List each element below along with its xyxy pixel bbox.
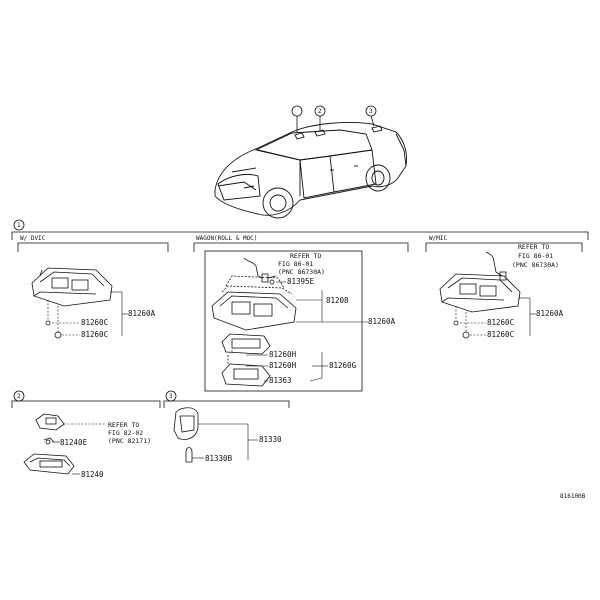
car-callouts: [291, 105, 377, 133]
right-refer-line2: FIG 86-01: [518, 252, 553, 260]
left-81260C-b: 81260C: [81, 330, 108, 339]
middle-81363: 81363: [269, 376, 292, 385]
right-81260C-a: 81260C: [487, 318, 514, 327]
s2-refer-line1: REFER TO: [108, 421, 139, 429]
right-lamp-assembly: [439, 251, 521, 339]
section-2-leaders: [52, 423, 106, 475]
middle-81260A: 81260A: [368, 317, 396, 326]
middle-refer-line1: REFER TO: [290, 252, 321, 260]
s2-81240: 81240: [81, 470, 104, 479]
s3-81330B: 81330B: [205, 454, 233, 463]
middle-81208: 81208: [326, 296, 349, 305]
figure-id: 816100B: [560, 493, 586, 500]
section-right-caption: W/MIC: [429, 235, 447, 242]
left-81260C-a: 81260C: [81, 318, 108, 327]
section-1-frame: [11, 219, 589, 252]
callout-2-label: 2: [318, 108, 322, 115]
section-2-parts: [23, 413, 75, 475]
left-81260A: 81260A: [128, 309, 156, 318]
section-3-parts: [173, 407, 199, 463]
section-left-caption: W/ DVIC: [20, 235, 46, 242]
left-lamp-assembly: [31, 267, 113, 339]
section-3-frame: [163, 390, 290, 408]
middle-81260G: 81260G: [329, 361, 357, 370]
middle-refer-line2: FIG 86-01: [278, 260, 313, 268]
middle-inner-frame: [204, 250, 363, 392]
s2-refer-line2: FIG 82-02: [108, 429, 143, 437]
right-leaders: [455, 297, 536, 336]
s2-refer-line3: (PNC 82171): [108, 437, 151, 445]
middle-81260H-a: 81260H: [269, 350, 297, 359]
section-2-frame: [11, 390, 161, 408]
car-illustration: [214, 122, 407, 219]
section-3-callout: 3: [169, 393, 173, 400]
section-3-leaders: [192, 423, 258, 460]
middle-leaders: [231, 281, 368, 382]
middle-refer-line3: (PNC 86730A): [278, 268, 325, 276]
s3-81330: 81330: [259, 435, 282, 444]
callout-3-label: 3: [369, 108, 373, 115]
right-refer-line3: (PNC 86730A): [512, 261, 559, 269]
middle-lamp-assembly: [211, 257, 297, 387]
section-1-callout: 1: [17, 222, 21, 229]
section-2-callout: 2: [17, 393, 21, 400]
middle-81260H-b: 81260H: [269, 361, 297, 370]
left-leaders: [47, 291, 128, 336]
right-refer-line1: REFER TO: [518, 243, 549, 251]
section-middle-caption: WAGON(ROLL & MOC): [196, 235, 257, 242]
middle-81395E: 81395E: [287, 277, 315, 286]
right-81260A: 81260A: [536, 309, 564, 318]
right-81260C-b: 81260C: [487, 330, 514, 339]
s2-81240E: 81240E: [60, 438, 88, 447]
